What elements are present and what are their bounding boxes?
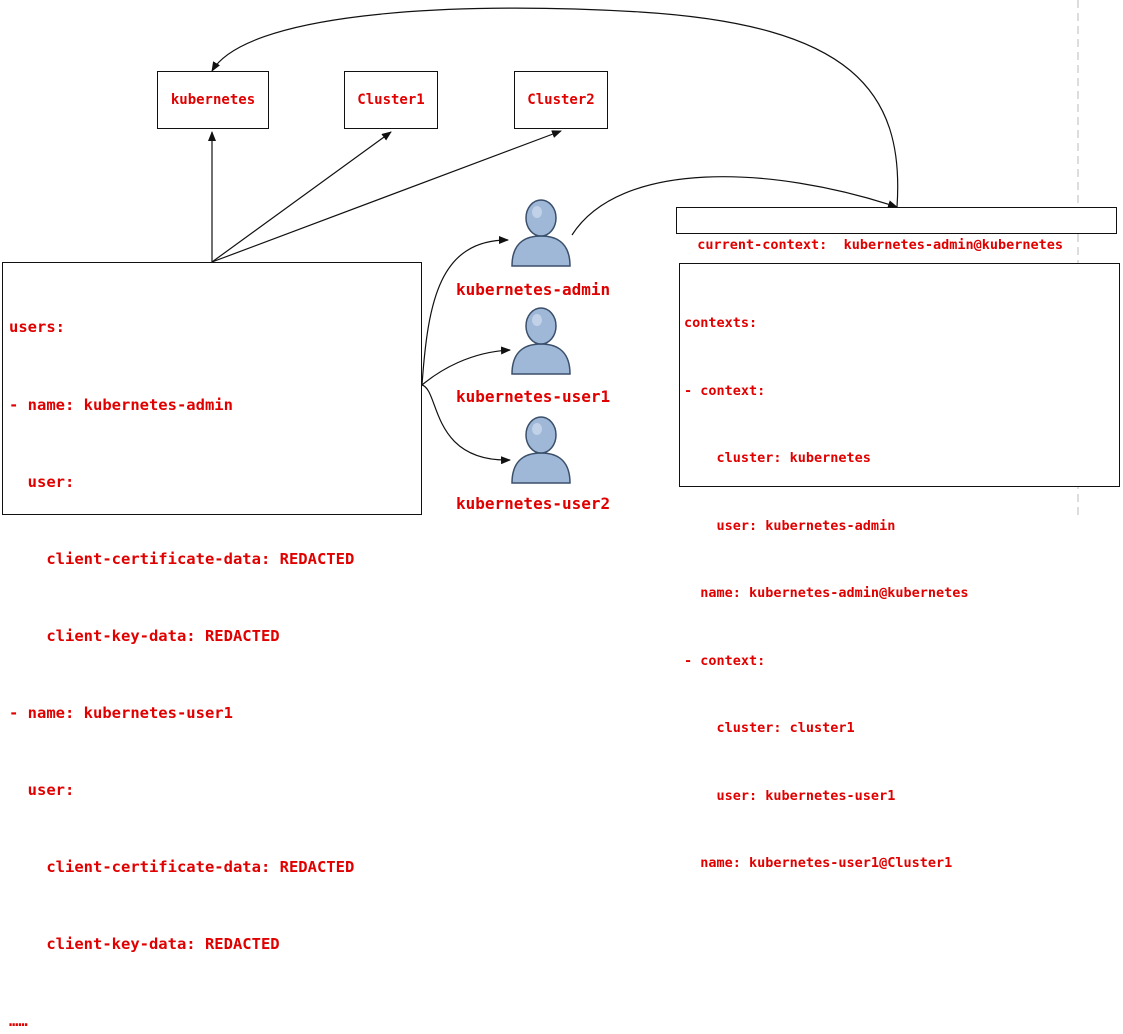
- contexts-line: - context:: [684, 382, 766, 399]
- arrow-users-to-cluster1: [211, 131, 392, 263]
- cluster-label: Cluster1: [357, 92, 425, 108]
- users-line: user:: [9, 472, 75, 491]
- users-line: users:: [9, 318, 65, 337]
- users-line: - name: kubernetes-admin: [9, 395, 233, 414]
- users-line: client-key-data: REDACTED: [9, 935, 280, 954]
- person-label-user1: kubernetes-user1: [456, 387, 611, 406]
- contexts-config-block: contexts: - context: cluster: kubernetes…: [679, 263, 1120, 871]
- cluster-box-cluster1: Cluster1: [344, 71, 438, 129]
- cluster-box-kubernetes: kubernetes: [157, 71, 269, 129]
- current-context-text: current-context: kubernetes-admin@kubern…: [697, 237, 1064, 253]
- users-line: client-certificate-data: REDACTED: [9, 549, 355, 568]
- person-label-user2: kubernetes-user2: [456, 494, 611, 513]
- arrow-users-to-cluster2: [211, 130, 562, 263]
- arrow-users-to-user2: [421, 384, 511, 465]
- contexts-line: name: kubernetes-user1@Cluster1: [684, 855, 953, 871]
- contexts-line: user: kubernetes-user1: [684, 787, 896, 804]
- arrow-users-to-user1: [421, 346, 511, 386]
- cluster-label: kubernetes: [170, 92, 256, 108]
- user-icon: [511, 307, 571, 375]
- arrow-users-to-admin: [421, 236, 509, 386]
- contexts-line: cluster: kubernetes: [684, 450, 871, 466]
- cluster-label: Cluster2: [527, 92, 595, 108]
- user-icon: [511, 199, 571, 267]
- users-line: client-certificate-data: REDACTED: [9, 858, 355, 877]
- contexts-line: cluster: cluster1: [684, 720, 855, 736]
- contexts-line: name: kubernetes-admin@kubernetes: [684, 585, 969, 601]
- users-line: client-key-data: REDACTED: [9, 626, 280, 645]
- cluster-box-cluster2: Cluster2: [514, 71, 608, 129]
- users-line: - name: kubernetes-user1: [9, 703, 233, 722]
- contexts-line: - context:: [684, 652, 766, 669]
- user-icon: [511, 416, 571, 484]
- arrow-current-context-to-kubernetes: [211, 7, 899, 208]
- users-line: ……: [9, 1012, 28, 1031]
- users-line: user:: [9, 780, 75, 799]
- contexts-line: user: kubernetes-admin: [684, 517, 896, 534]
- contexts-line: contexts:: [684, 315, 758, 331]
- person-label-admin: kubernetes-admin: [456, 280, 611, 299]
- users-config-block: users: - name: kubernetes-admin user: cl…: [2, 262, 422, 1030]
- arrow-admin-to-current-context: [571, 176, 898, 236]
- current-context-box: current-context: kubernetes-admin@kubern…: [676, 207, 1117, 253]
